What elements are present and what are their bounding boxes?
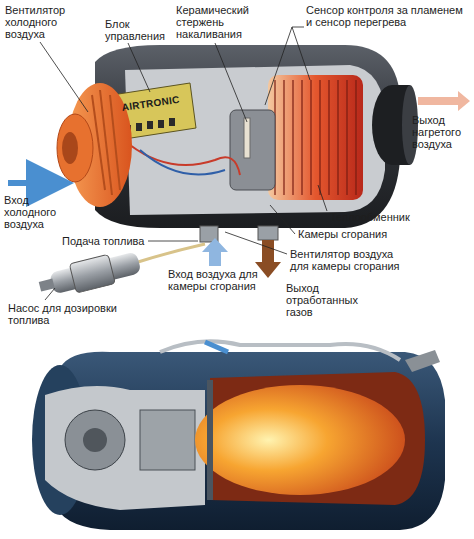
part-label: Выход отработанных газов bbox=[286, 282, 366, 318]
part-label: Выход нагретого воздуха bbox=[412, 114, 470, 150]
part-label: Керамический стержень накаливания bbox=[176, 4, 264, 40]
part-label: Блок управления bbox=[105, 18, 177, 42]
part-label: Насос для дозировки топлива bbox=[8, 302, 118, 326]
part-label: Вход воздуха для камеры сгорания bbox=[168, 268, 258, 292]
part-label: Камеры сгорания bbox=[298, 228, 408, 240]
part-label: Вентилятор холодного воздуха bbox=[5, 4, 85, 40]
part-label: Теплообменник bbox=[330, 211, 430, 223]
part-label: Вентилятор воздуха для камеры сгорания bbox=[290, 248, 410, 272]
part-label: Сенсор контроля за пламенем и сенсор пер… bbox=[306, 4, 466, 28]
part-label: Подача топлива bbox=[62, 235, 148, 247]
part-label: Вход холодного воздуха bbox=[4, 194, 70, 230]
